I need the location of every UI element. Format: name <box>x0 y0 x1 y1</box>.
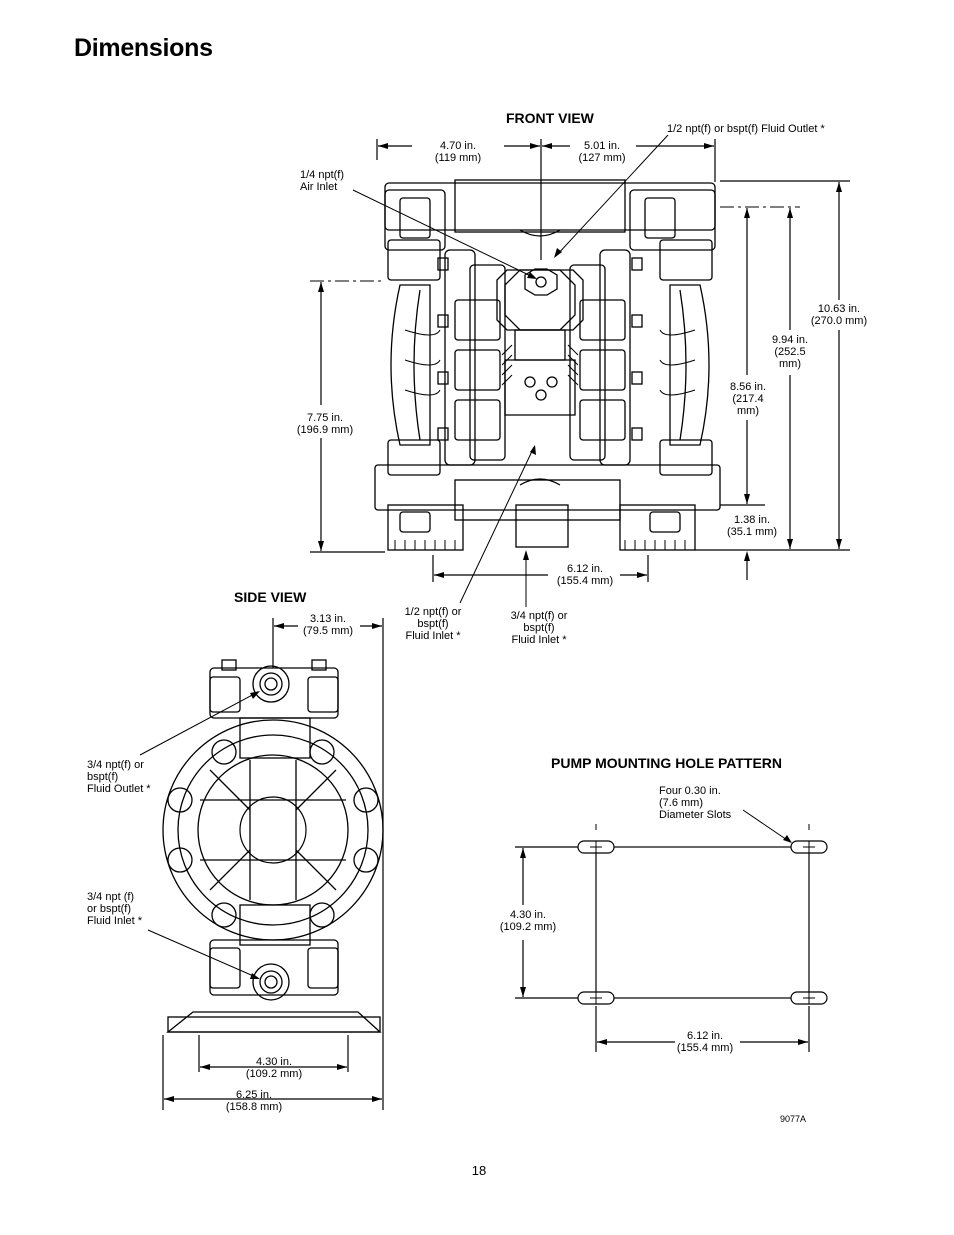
side-dim-base-inner: 4.30 in. (109.2 mm) <box>245 1056 303 1080</box>
figure-id: 9077A <box>779 1114 807 1124</box>
page-number: 18 <box>471 1163 487 1178</box>
mounting-slots-note: Four 0.30 in. (7.6 mm) Diameter Slots <box>659 785 732 821</box>
side-fluid-outlet-label: 3/4 npt(f) or bspt(f) Fluid Outlet * <box>87 759 151 795</box>
front-dim-base-height: 1.38 in. (35.1 mm) <box>726 514 778 538</box>
side-view-heading: SIDE VIEW <box>234 589 307 605</box>
front-view-pump-drawing <box>374 179 721 551</box>
front-dim-left-width: 4.70 in. (119 mm) <box>434 140 482 164</box>
mounting-dim-width: 6.12 in. (155.4 mm) <box>676 1030 734 1054</box>
side-dim-base-outer: 6.25 in. (158.8 mm) <box>225 1089 283 1113</box>
front-dim-right-width: 5.01 in. (127 mm) <box>578 140 626 164</box>
front-view-dimensions <box>310 134 850 607</box>
front-dim-height-2: 9.94 in. (252.5 mm) <box>771 334 809 370</box>
mounting-hole-pattern-drawing <box>576 824 828 1020</box>
page-title: Dimensions <box>74 34 213 62</box>
side-fluid-inlet-label: 3/4 npt (f) or bspt(f) Fluid Inlet * <box>87 891 143 927</box>
mounting-pattern-heading: PUMP MOUNTING HOLE PATTERN <box>551 755 782 771</box>
side-dim-top: 3.13 in. (79.5 mm) <box>302 613 354 637</box>
front-air-inlet-label: 1/4 npt(f) Air Inlet <box>300 169 345 193</box>
front-dim-height-3: 8.56 in. (217.4 mm) <box>729 381 767 417</box>
front-dim-base-width: 6.12 in. (155.4 mm) <box>556 563 614 587</box>
front-dim-total-height: 10.63 in. (270.0 mm) <box>810 303 868 327</box>
front-fluid-outlet-label: 1/2 npt(f) or bspt(f) Fluid Outlet * <box>667 123 825 135</box>
front-fluid-inlet-three-quarter-label: 3/4 npt(f) or bspt(f) Fluid Inlet * <box>510 610 568 646</box>
front-dim-left-height: 7.75 in. (196.9 mm) <box>296 412 354 436</box>
mounting-dim-height: 4.30 in. (109.2 mm) <box>499 909 557 933</box>
side-view-dimensions <box>139 618 384 1110</box>
mounting-hole-dimensions <box>515 809 810 1052</box>
front-view-heading: FRONT VIEW <box>506 110 594 126</box>
front-fluid-inlet-half-label: 1/2 npt(f) or bspt(f) Fluid Inlet * <box>404 606 462 642</box>
side-view-pump-drawing <box>162 659 384 1033</box>
